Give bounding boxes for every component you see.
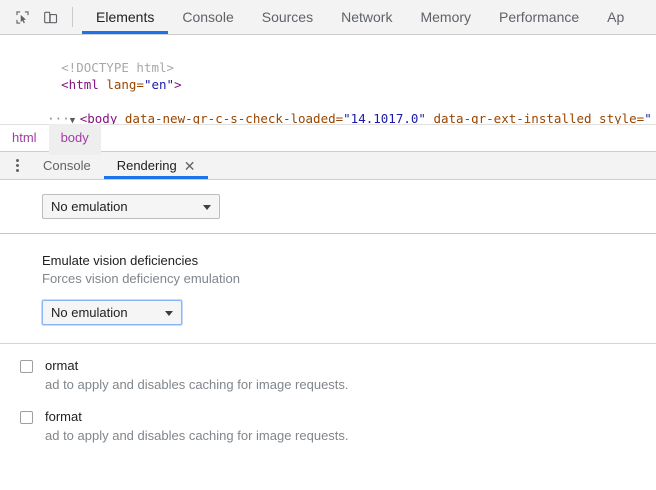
tab-application[interactable]: Ap [593,0,638,34]
html-close-bracket: > [174,77,182,92]
main-toolbar: Elements Console Sources Network Memory … [0,0,656,35]
spacer [0,394,656,407]
device-toolbar-glyph [43,11,57,23]
dom-line-body[interactable]: ···▼<body data-new-gr-c-s-check-loaded="… [0,93,656,124]
setting-color-gamut: Forces CSS color-gamut media feature No … [0,180,656,219]
vision-deficiency-select[interactable]: No emulation [42,300,182,325]
inspect-cursor-icon[interactable] [8,0,36,34]
tab-sources[interactable]: Sources [248,0,327,34]
body-attr1-value: "14.1017.0" [343,111,426,124]
body-overflow-dots: ··· [47,111,70,124]
body-attr1-name: data-new-gr-c-s-check-loaded= [117,111,344,124]
tab-memory[interactable]: Memory [406,0,485,34]
tab-console-label: Console [182,9,234,25]
toolbar-divider [72,7,73,27]
tab-elements-label: Elements [96,9,155,25]
collapse-triangle-icon[interactable]: ▼ [69,116,76,124]
setting-avif-format: format ad to apply and disables caching … [0,407,656,445]
avif-format-description: ad to apply and disables caching for ima… [45,428,349,443]
dom-line-html[interactable]: <html lang="en"> [0,59,656,92]
body-attr2-name: data-gr-ext-installed [425,111,592,124]
spacer [0,344,656,356]
section-divider-2 [0,343,656,344]
tab-performance-label: Performance [499,9,580,25]
kebab-dot [15,164,19,167]
breadcrumb-item-html[interactable]: html [0,122,49,155]
breadcrumb-html-label: html [12,130,37,145]
vision-select-wrap: No emulation [42,300,182,325]
breadcrumb-item-body[interactable]: body [48,121,101,155]
tab-console[interactable]: Console [168,0,247,34]
rendering-panel: Forces CSS color-gamut media feature No … [0,180,656,490]
kebab-dot [15,169,19,172]
tab-network[interactable]: Network [327,0,406,34]
color-gamut-select-wrap: No emulation [42,194,220,219]
avif-format-text: format ad to apply and disables caching … [45,407,349,445]
tab-network-label: Network [341,9,393,25]
vision-description: Forces vision deficiency emulation [42,271,240,286]
dom-tree[interactable]: <!DOCTYPE html> <html lang="en"> ▶<head>… [0,35,656,124]
drawer-tab-console-label: Console [43,158,91,173]
close-icon[interactable]: ✕ [183,157,196,174]
webp-format-text: ormat ad to apply and disables caching f… [45,356,349,394]
color-gamut-select[interactable]: No emulation [42,194,220,219]
vision-title: Emulate vision deficiencies [42,253,199,268]
webp-format-title: ormat [45,358,79,373]
breadcrumb: html body [0,121,656,155]
kebab-dot [15,159,19,162]
tab-performance[interactable]: Performance [485,0,593,34]
html-attr-value: "en" [143,77,175,92]
body-open-tag: <body [79,111,118,124]
panel-tab-list: Elements Console Sources Network Memory … [82,0,656,34]
webp-format-description: ad to apply and disables caching for ima… [45,377,349,392]
html-attr-name: lang= [98,77,144,92]
html-open-tag: <html [61,77,99,92]
avif-format-checkbox[interactable] [20,411,33,424]
drawer-tab-rendering-label: Rendering [116,158,177,173]
setting-vision-deficiencies: Emulate vision deficiencies Forces visio… [0,234,656,325]
inspect-cursor-glyph [15,10,29,24]
setting-webp-format: ormat ad to apply and disables caching f… [0,356,656,394]
rendering-settings-list: Forces CSS color-gamut media feature No … [0,180,656,445]
kebab-menu-icon[interactable] [4,152,30,179]
body-attr3-name: style= [591,111,645,124]
body-attr3-value: " [644,111,652,124]
section-divider [0,233,656,234]
spacer [0,325,656,343]
webp-format-checkbox[interactable] [20,360,33,373]
dom-line-head[interactable]: ▶<head>…</head> [0,76,656,109]
tab-elements[interactable]: Elements [82,0,169,34]
drawer-tab-rendering[interactable]: Rendering ✕ [103,152,209,179]
tab-memory-label: Memory [420,9,472,25]
drawer-toolbar: Console Rendering ✕ [0,152,656,180]
tab-application-label: Ap [607,9,625,25]
breadcrumb-body-label: body [60,130,89,145]
device-toolbar-icon[interactable] [36,0,64,34]
avif-format-title: format [45,409,82,424]
doctype-text: <!DOCTYPE html> [61,60,175,75]
tab-sources-label: Sources [261,9,314,25]
drawer-tab-console[interactable]: Console [30,152,104,179]
dom-line-doctype[interactable]: <!DOCTYPE html> [0,42,656,75]
